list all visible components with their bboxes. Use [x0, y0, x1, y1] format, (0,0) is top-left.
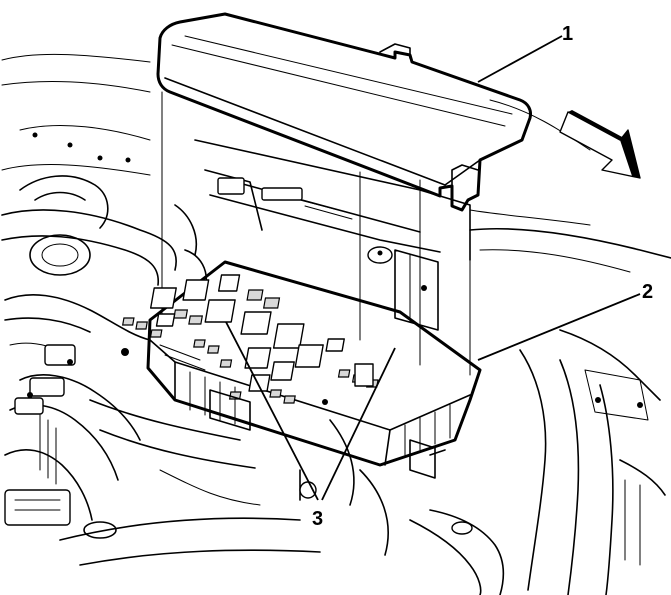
mounting-bracket: [174, 139, 471, 331]
fuse-block-cover: [156, 12, 532, 212]
callout-2-leader: [477, 293, 641, 361]
callout-leaders: [225, 35, 641, 501]
forward-arrow-icon: [559, 110, 641, 179]
callout-3-leader-a: [225, 321, 319, 501]
callout-1-label: 1: [562, 23, 573, 45]
alignment-guide-lines: [161, 91, 471, 376]
engine-compartment-background: [1, 53, 671, 595]
callout-3-leader-b: [321, 347, 396, 501]
underhood-fuse-block: [121, 260, 482, 479]
callout-1-leader: [477, 35, 563, 83]
callout-2-label: 2: [642, 281, 653, 303]
callout-3-label: 3: [312, 508, 323, 530]
